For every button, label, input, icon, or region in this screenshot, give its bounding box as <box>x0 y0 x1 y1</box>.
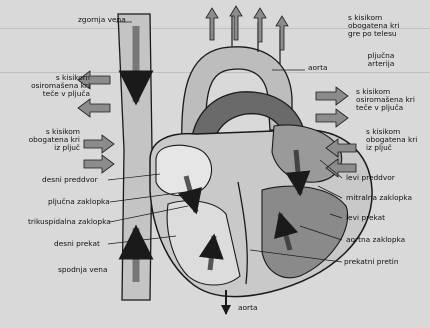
label-o2-rich-to-body: s kisikom obogatena kri gre po telesu <box>348 14 399 39</box>
label-tricuspid-valve: trikuspidalna zaklopka <box>28 218 111 226</box>
label-line: iz pljuč <box>14 144 80 152</box>
label-line: teče v pljuča <box>14 90 90 98</box>
label-pulmonary-artery: pljučna arterija <box>356 52 406 68</box>
label-superior-vena-cava: zgornja vena <box>78 16 126 24</box>
label-pulmonary-valve: pljučna zaklopka <box>48 198 110 206</box>
label-right-ventricle: desni prekat <box>54 240 100 248</box>
label-line: arterija <box>356 60 406 68</box>
label-o2-rich-right: s kisikom obogatena kri iz pljuč <box>366 128 417 153</box>
label-inferior-vena-cava: spodnja vena <box>58 266 108 274</box>
label-o2-rich-left: s kisikom obogatena kri iz pljuč <box>14 128 80 153</box>
label-mitral-valve: mitralna zaklopka <box>346 194 412 202</box>
label-o2-poor-right: s kisikom osiromašena kri teče v pljuča <box>356 88 415 113</box>
label-aorta-bottom: aorta <box>238 304 258 312</box>
label-line: gre po telesu <box>348 30 399 38</box>
label-septum: prekatni pretin <box>344 258 399 266</box>
label-right-atrium: desni preddvor <box>42 176 98 184</box>
label-aortic-valve: aortna zaklopka <box>346 236 405 244</box>
label-line: teče v pljuča <box>356 104 415 112</box>
label-left-atrium: levi preddvor <box>346 174 395 182</box>
label-line: iz pljuč <box>366 144 417 152</box>
label-aorta-top: aorta <box>308 64 328 72</box>
label-left-ventricle: levi prekat <box>346 214 385 222</box>
vena-cava <box>118 14 152 300</box>
label-o2-poor-left: s kisikom osiromašena kri teče v pljuča <box>14 74 90 99</box>
